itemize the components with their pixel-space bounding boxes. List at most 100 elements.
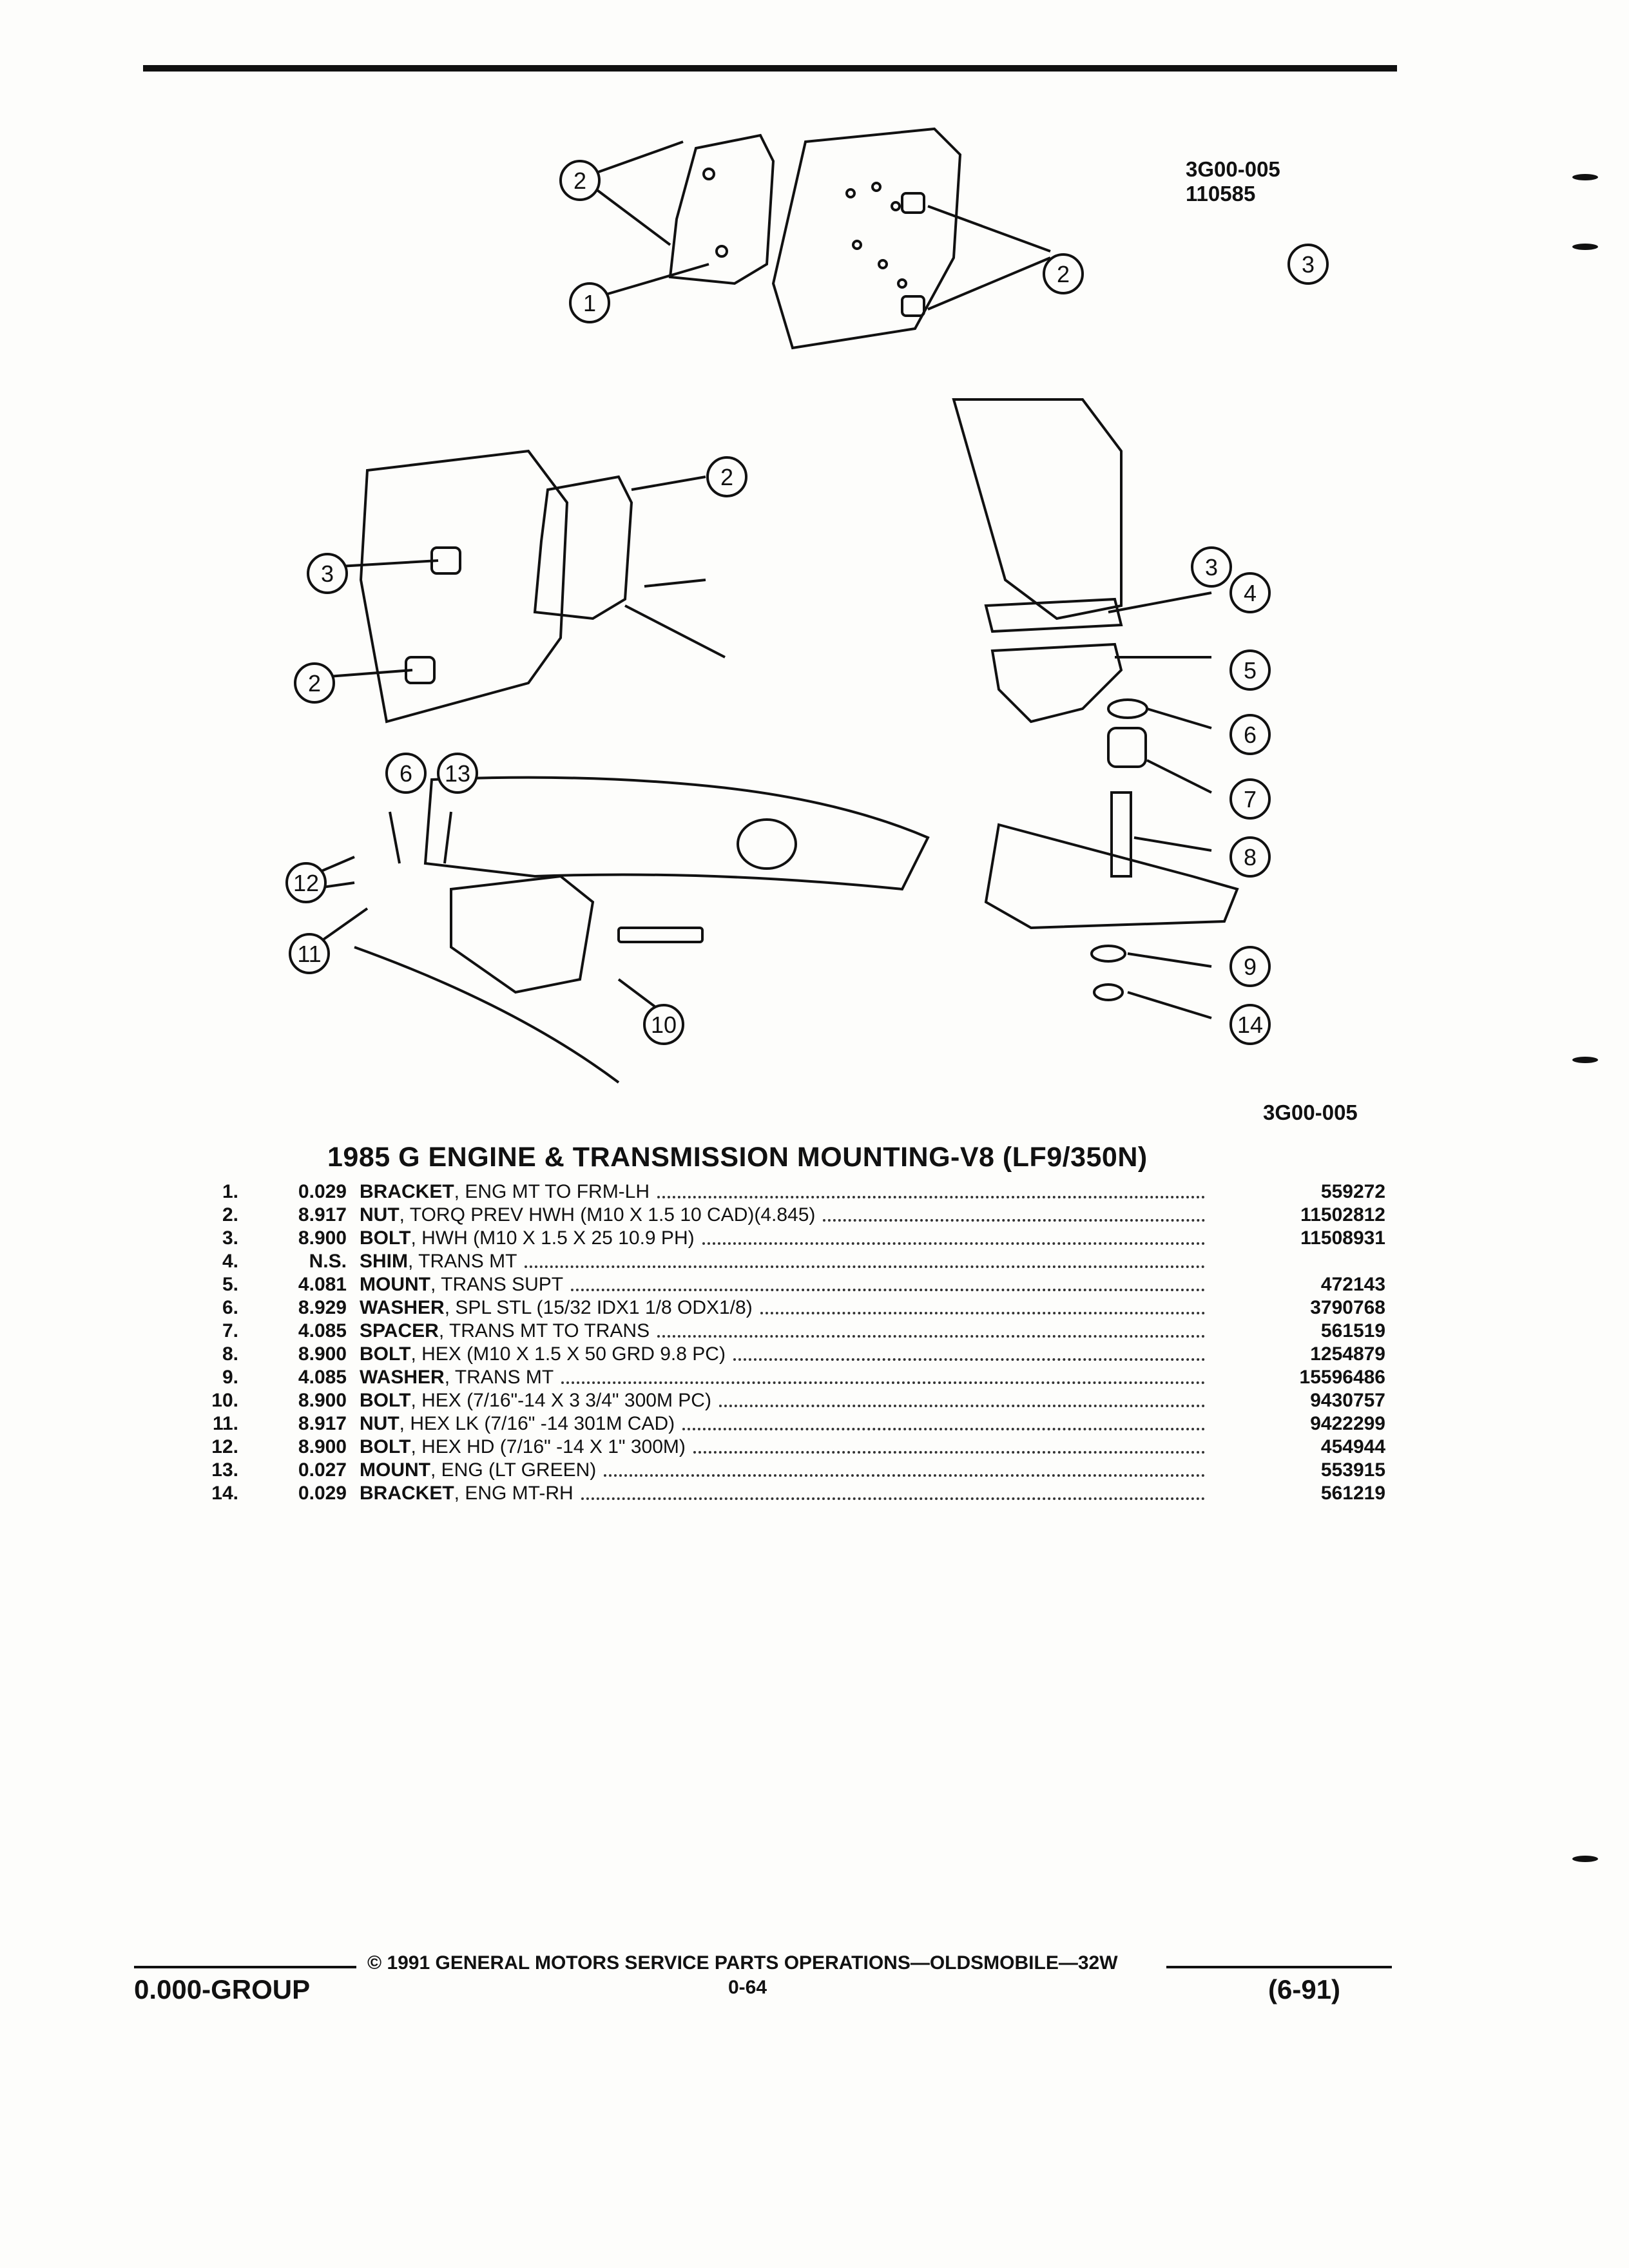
callout-9: 9	[1229, 946, 1271, 987]
callout-2: 2	[706, 456, 747, 497]
part-number: 553915	[1320, 1459, 1385, 1481]
section-title: 1985 G ENGINE & TRANSMISSION MOUNTING-V8…	[327, 1142, 1148, 1173]
engine-block	[423, 776, 930, 891]
item-index: 7.	[222, 1320, 238, 1341]
footer-rule-left	[134, 1966, 356, 1968]
frame-rail-rh	[359, 449, 569, 724]
callout-6: 6	[385, 753, 427, 794]
part-description: NUT, TORQ PREV HWH (M10 X 1.5 10 CAD)(4.…	[360, 1204, 815, 1227]
group-code: 4.085	[298, 1320, 347, 1341]
crossmember	[984, 823, 1239, 930]
item-index: 10.	[211, 1390, 238, 1411]
group-code: N.S.	[309, 1251, 347, 1272]
part-name: MOUNT	[360, 1459, 430, 1481]
revision-date: (6-91)	[1268, 1974, 1341, 2004]
part-detail: , HEX HD (7/16" -14 X 1" 300M)	[410, 1436, 686, 1457]
group-code: 4.085	[298, 1367, 347, 1388]
callout-3: 3	[1287, 244, 1329, 285]
svg-text:8: 8	[1244, 844, 1257, 870]
part-description: NUT, HEX LK (7/16" -14 301M CAD)	[360, 1412, 675, 1436]
part-detail: , HWH (M10 X 1.5 X 25 10.9 PH)	[410, 1227, 695, 1249]
item-index: 8.	[222, 1343, 238, 1365]
part-detail: , HEX (7/16"-14 X 3 3/4" 300M PC)	[410, 1390, 711, 1411]
part-number: 559272	[1320, 1181, 1385, 1202]
part-number: 3790768	[1310, 1297, 1385, 1318]
part-number: 11502812	[1300, 1204, 1385, 1225]
leader-dots	[604, 1474, 1205, 1477]
callout-6: 6	[1229, 714, 1271, 755]
lower-block	[354, 946, 620, 1084]
trans-mount	[990, 642, 1123, 724]
part-name: WASHER	[360, 1297, 445, 1318]
svg-text:11: 11	[297, 941, 321, 967]
svg-text:5: 5	[1244, 657, 1257, 684]
part-number: 454944	[1320, 1436, 1385, 1457]
part-detail: , TRANS SUPT	[430, 1274, 564, 1295]
svg-text:13: 13	[445, 760, 470, 787]
item-index: 2.	[222, 1204, 238, 1225]
group-code: 8.900	[298, 1227, 347, 1249]
leader-dots	[760, 1312, 1205, 1314]
engine-mount	[450, 874, 595, 994]
svg-text:2: 2	[720, 464, 733, 490]
part-name: MOUNT	[360, 1274, 430, 1295]
figure-reference-top: 3G00-005 110585	[1186, 157, 1280, 206]
edge-mark	[1572, 244, 1598, 250]
item-index: 14.	[211, 1483, 238, 1504]
part-name: SHIM	[360, 1251, 408, 1272]
part-number: 561519	[1320, 1320, 1385, 1341]
part-detail: , ENG MT TO FRM-LH	[454, 1181, 650, 1202]
group-code: 8.929	[298, 1297, 347, 1318]
group-code: 8.917	[298, 1204, 347, 1225]
leader-dots	[823, 1219, 1205, 1222]
item-index: 3.	[222, 1227, 238, 1249]
parts-row: 4.N.S.SHIM, TRANS MT	[193, 1250, 1398, 1273]
part-name: NUT	[360, 1413, 400, 1434]
group-code: 8.900	[298, 1436, 347, 1457]
leader-dots	[657, 1335, 1205, 1338]
callout-12: 12	[285, 862, 327, 903]
part-name: BOLT	[360, 1343, 411, 1365]
part-name: BOLT	[360, 1436, 411, 1457]
part-detail: , ENG (LT GREEN)	[430, 1459, 597, 1481]
part-description: BOLT, HEX HD (7/16" -14 X 1" 300M)	[360, 1436, 686, 1459]
part-description: WASHER, TRANS MT	[360, 1366, 554, 1389]
part-number: 472143	[1320, 1274, 1385, 1295]
part-name: WASHER	[360, 1367, 445, 1388]
part-number: 1254879	[1310, 1343, 1385, 1365]
part-detail: , TORQ PREV HWH (M10 X 1.5 10 CAD)(4.845…	[399, 1204, 816, 1225]
part-description: SHIM, TRANS MT	[360, 1250, 517, 1273]
svg-text:10: 10	[651, 1012, 677, 1038]
part-name: BRACKET	[360, 1181, 454, 1202]
group-code: 8.900	[298, 1390, 347, 1411]
part-name: BRACKET	[360, 1483, 454, 1504]
part-name: NUT	[360, 1204, 400, 1225]
part-name: BOLT	[360, 1390, 411, 1411]
leader-dots	[733, 1358, 1205, 1361]
part-number: 561219	[1320, 1483, 1385, 1504]
part-description: BRACKET, ENG MT TO FRM-LH	[360, 1180, 650, 1204]
part-number: 9422299	[1310, 1413, 1385, 1434]
part-detail: , HEX (M10 X 1.5 X 50 GRD 9.8 PC)	[410, 1343, 726, 1365]
callout-4: 4	[1229, 572, 1271, 613]
callout-13: 13	[437, 753, 478, 794]
svg-text:2: 2	[308, 670, 321, 697]
top-rule	[143, 65, 1397, 72]
bracket-lh	[668, 133, 775, 285]
leader-dots	[718, 1405, 1205, 1407]
part-description: BOLT, HEX (7/16"-14 X 3 3/4" 300M PC)	[360, 1389, 711, 1412]
callout-8: 8	[1229, 836, 1271, 878]
svg-text:3: 3	[1302, 251, 1315, 278]
transmission-housing	[952, 398, 1123, 620]
bracket-rh	[533, 475, 633, 620]
callout-14: 14	[1229, 1004, 1271, 1045]
svg-text:6: 6	[1244, 722, 1257, 748]
